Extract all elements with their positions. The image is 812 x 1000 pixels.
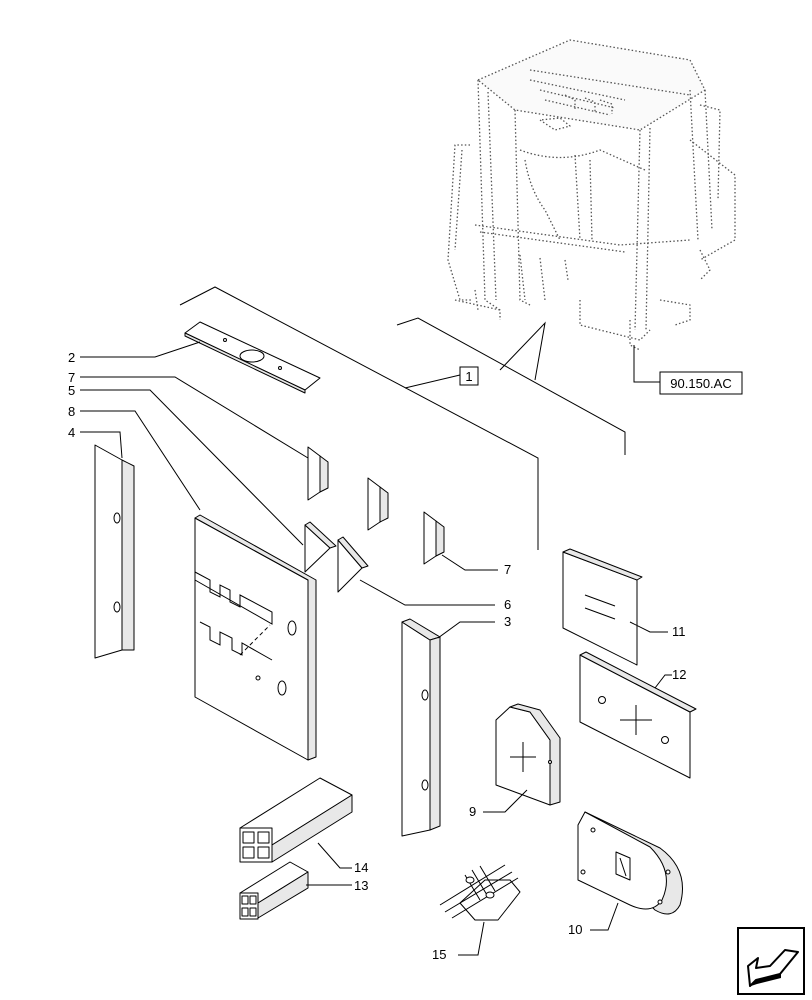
leader-15 [458, 921, 485, 956]
leader-7-bottom [441, 554, 498, 571]
part-2-strip [184, 321, 321, 394]
part-14-profile [239, 777, 353, 863]
part-5-wedge [304, 521, 337, 573]
kit-bracket-1 [179, 286, 626, 550]
part-3-bar [401, 618, 441, 837]
leader-4 [80, 431, 123, 459]
callout-15[interactable]: 15 [432, 947, 446, 962]
part-9-shaped-plate [495, 703, 561, 806]
part-11-label-plate [562, 548, 643, 666]
callout-12[interactable]: 12 [672, 667, 686, 682]
callout-11[interactable]: 11 [672, 624, 686, 639]
callout-2[interactable]: 2 [68, 350, 75, 365]
part-6-wedge [337, 536, 369, 593]
part-7-block-b [367, 477, 389, 531]
part-7-block-c [423, 511, 445, 565]
callout-6[interactable]: 6 [504, 597, 511, 612]
reference-leader [633, 345, 660, 383]
leader-10 [590, 902, 619, 931]
leader-11 [629, 621, 668, 633]
callout-box-1 [459, 366, 479, 386]
part-10-rounded-plate [577, 811, 683, 915]
next-page-arrow-icon[interactable] [737, 927, 805, 995]
callout-8[interactable]: 8 [68, 404, 75, 419]
part-15-clip [439, 864, 521, 921]
leader-7-top [80, 376, 309, 459]
callout-10[interactable]: 10 [568, 922, 582, 937]
cab-reference-drawing [447, 39, 736, 351]
callout-14[interactable]: 14 [354, 860, 368, 875]
reference-box[interactable] [659, 371, 743, 395]
reference-label: 90.150.AC [670, 376, 731, 391]
part-13-profile [239, 861, 309, 920]
callout-9[interactable]: 9 [469, 804, 476, 819]
callout-13[interactable]: 13 [354, 878, 368, 893]
part-8-plate [194, 514, 317, 761]
leader-5 [80, 389, 304, 546]
leader-2 [80, 341, 201, 358]
part-7-block-a [307, 446, 329, 501]
callout-3[interactable]: 3 [504, 614, 511, 629]
leader-6 [359, 579, 495, 606]
part-12-label-plate [579, 651, 697, 779]
callout-7-top[interactable]: 7 [68, 370, 75, 385]
leader-14 [317, 842, 352, 869]
part-4-bar [94, 444, 135, 659]
leader-3 [437, 621, 495, 639]
callout-7-bottom[interactable]: 7 [504, 562, 511, 577]
leader-8 [80, 410, 201, 511]
callout-5[interactable]: 5 [68, 383, 75, 398]
leader-9 [483, 789, 528, 813]
leader-12 [654, 674, 672, 689]
callout-4[interactable]: 4 [68, 425, 75, 440]
callout-1[interactable]: 1 [465, 369, 472, 384]
